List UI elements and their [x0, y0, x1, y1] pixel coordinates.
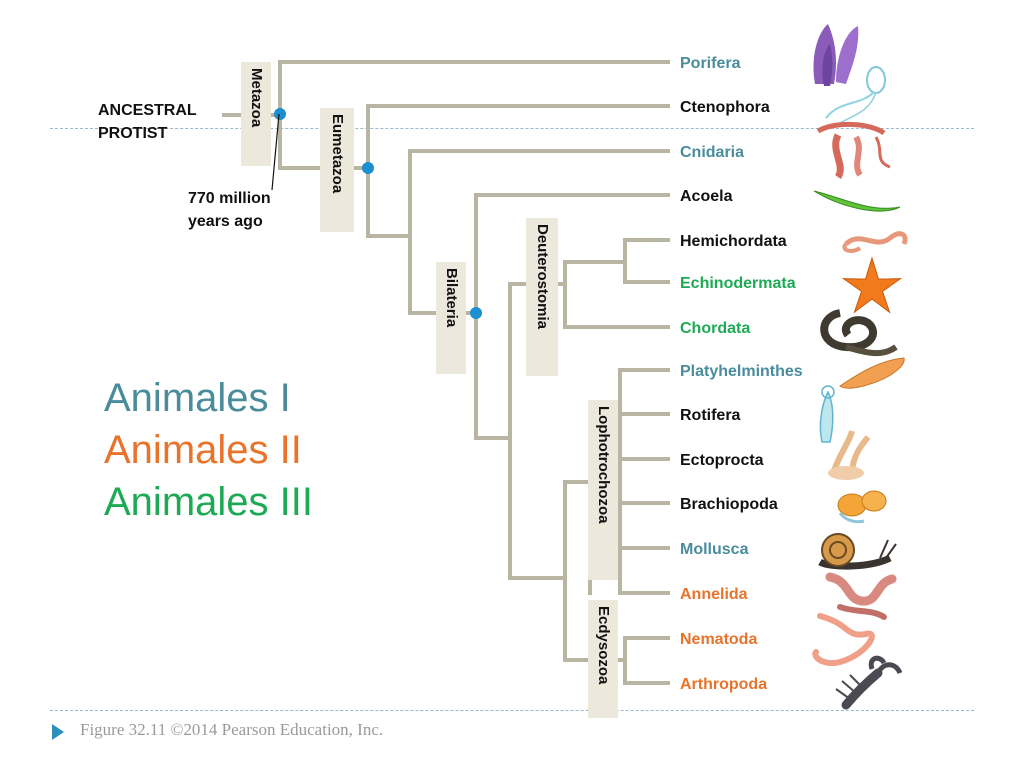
clade-box-eumetazoa — [320, 108, 354, 232]
snail-icon — [818, 533, 897, 570]
comb-jelly-icon — [825, 66, 886, 125]
roundworm-icon — [812, 613, 875, 666]
taxon-labels: PoriferaCtenophoraCnidariaAcoelaHemichor… — [680, 55, 803, 693]
clade-nodes — [274, 108, 482, 319]
taxon-label-platyhelminthes: Platyhelminthes — [680, 363, 803, 380]
clade-label-lophotrochozoa: Lophotrochozoa — [595, 406, 612, 524]
dashed-line-bottom — [50, 710, 974, 711]
metazoa-node — [274, 108, 286, 120]
taxon-label-brachiopoda: Brachiopoda — [680, 496, 778, 513]
clade-box-deuterostomia — [526, 218, 558, 376]
taxon-label-rotifera: Rotifera — [680, 407, 741, 424]
time-annotation-line-1: 770 million — [188, 190, 271, 207]
time-pointer — [271, 113, 280, 191]
root-label-line-2: PROTIST — [98, 125, 168, 142]
brachiopod-icon — [837, 490, 887, 524]
clade-label-eumetazoa: Eumetazoa — [329, 114, 346, 194]
starfish-icon — [841, 256, 903, 314]
annotations: ANCESTRAL PROTIST 770 million years ago — [98, 102, 280, 230]
root-label-line-1: ANCESTRAL — [98, 102, 197, 119]
taxon-label-arthropoda: Arthropoda — [680, 676, 767, 693]
legend-item-animales-i: Animales I — [104, 376, 291, 420]
sponge-icon — [813, 24, 859, 86]
taxon-label-cnidaria: Cnidaria — [680, 144, 744, 161]
bryozoan-icon — [828, 430, 871, 480]
clade-label-metazoa: Metazoa — [248, 68, 265, 128]
animal-icons — [812, 24, 908, 710]
taxon-label-hemichordata: Hemichordata — [680, 233, 787, 250]
taxon-label-ectoprocta: Ectoprocta — [680, 452, 764, 469]
lobster-icon — [835, 655, 903, 710]
taxon-label-porifera: Porifera — [680, 55, 741, 72]
clade-box-bilateria — [436, 262, 466, 374]
lamprey-icon — [820, 309, 898, 356]
clade-box-metazoa — [241, 62, 271, 166]
bilateria-node — [470, 307, 482, 319]
clade-box-lophotrochozoa — [588, 400, 618, 580]
jellyfish-icon — [816, 121, 891, 179]
taxon-label-ctenophora: Ctenophora — [680, 99, 770, 116]
planarian-icon — [839, 357, 905, 389]
acorn-worm-icon — [842, 231, 908, 253]
taxon-label-acoela: Acoela — [680, 188, 733, 205]
taxon-label-mollusca: Mollusca — [680, 541, 749, 558]
legend-item-animales-iii: Animales III — [104, 480, 313, 524]
eumetazoa-node — [362, 162, 374, 174]
taxon-label-annelida: Annelida — [680, 586, 748, 603]
taxon-label-nematoda: Nematoda — [680, 631, 757, 648]
footer-arrow-icon — [52, 724, 64, 740]
rotifer-icon — [819, 385, 835, 443]
figure-caption: Figure 32.11 ©2014 Pearson Education, In… — [80, 720, 384, 739]
clade-label-bilateria: Bilateria — [443, 268, 460, 328]
legend-item-animales-ii: Animales II — [104, 428, 302, 472]
earthworm-icon — [825, 572, 897, 620]
legend: Animales I Animales II Animales III — [104, 376, 313, 524]
clade-label-ecdysozoa: Ecdysozoa — [595, 606, 612, 685]
time-annotation-line-2: years ago — [188, 213, 263, 230]
clade-label-deuterostomia: Deuterostomia — [534, 224, 551, 330]
dashed-line-top — [50, 128, 974, 129]
taxon-label-chordata: Chordata — [680, 320, 750, 337]
taxon-label-echinodermata: Echinodermata — [680, 275, 796, 292]
clade-box-ecdysozoa — [588, 600, 618, 718]
flatworm-icon — [813, 190, 901, 212]
